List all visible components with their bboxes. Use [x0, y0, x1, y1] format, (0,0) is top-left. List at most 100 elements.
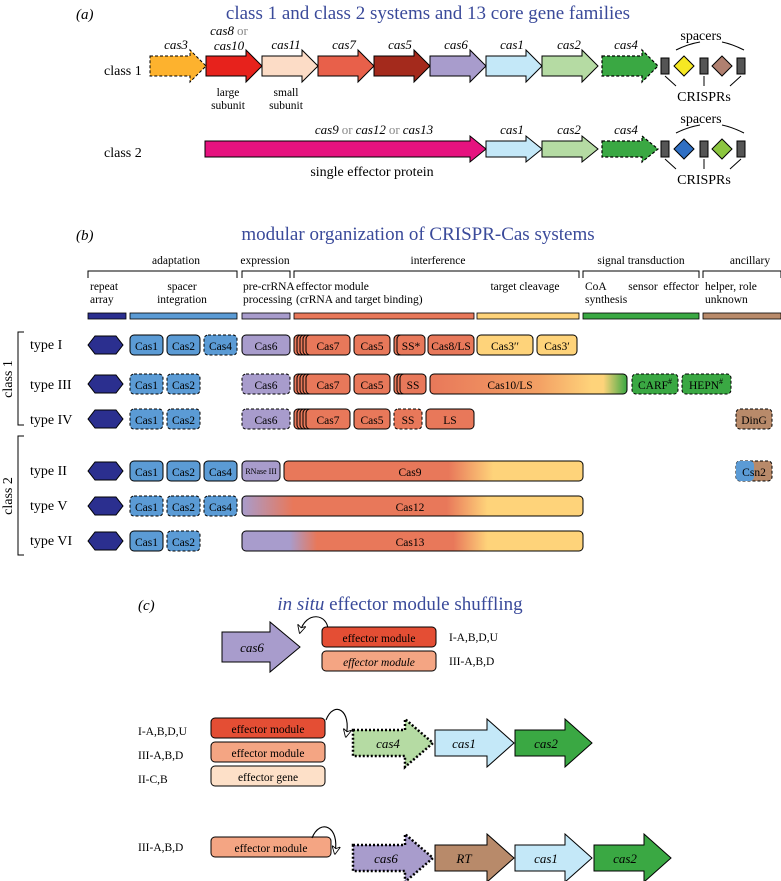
stage-signal: signal transduction: [597, 255, 684, 267]
type-iii-cas10ls-label: Cas10/LS: [487, 380, 532, 392]
c2-cas4-label: cas4: [376, 736, 400, 751]
stage-ancillary: ancillary: [730, 255, 770, 267]
crisprs-label-2: CRISPRs: [677, 173, 731, 188]
type-v-cas4: [203, 495, 238, 517]
type-iv-ls: [425, 408, 475, 430]
cas3-arrow: [149, 48, 207, 84]
large-subunit-label-1: large: [217, 87, 240, 99]
cas4-arrow-class2: [601, 134, 659, 164]
c3-cas6-label: cas6: [374, 851, 398, 866]
type-i-label: type I: [30, 338, 63, 353]
c3-cas1-label: cas1: [534, 851, 558, 866]
sub-spacer-2: integration: [157, 294, 207, 306]
class1-vertical-label: class 1: [1, 360, 16, 398]
type-i-cas7-label: Cas7: [317, 341, 340, 353]
panel-b-letter: (b): [76, 228, 94, 244]
type-iii-cas10ls: [429, 373, 628, 395]
sub-repeat-2: array: [90, 294, 114, 306]
type-iii-label: type III: [30, 378, 72, 393]
cas2-arrow-class2: [541, 134, 599, 164]
type-iv-cas1-label: Cas1: [135, 415, 158, 427]
cas6-arrow: [429, 48, 487, 84]
type-ii-csn2-label: Csn2: [742, 467, 766, 479]
type-iii-cas7-label: Cas7: [317, 380, 340, 392]
stage-adaptation: adaptation: [152, 255, 200, 267]
c3-cas2-arrow: [593, 832, 672, 881]
cas4-label: cas4: [614, 37, 638, 52]
cas4-label-class2: cas4: [614, 122, 638, 137]
type-ii-cas4-label: Cas4: [209, 467, 232, 479]
type-iv-ding: [735, 408, 773, 430]
panel-a-letter: (a): [76, 7, 94, 23]
type-ii-csn2-left: [736, 461, 754, 481]
type-v-cas12: [241, 495, 584, 517]
small-subunit-label-2: subunit: [269, 100, 304, 112]
c1-effector-module-i-label: effector module: [343, 633, 416, 645]
type-iii-cas7-stack: [293, 373, 351, 395]
c2-effector-module-i: [210, 717, 326, 739]
sub-coa-1: CoA: [585, 281, 607, 293]
cas2-arrow: [541, 48, 599, 84]
cas9-cas12-cas13-arrow: [204, 134, 487, 164]
type-i-cas5: [353, 334, 391, 356]
class1-label: class 1: [104, 64, 142, 79]
c2-cas4-arrow: [351, 716, 435, 770]
panel-b-title: modular organization of CRISPR-Cas syste…: [241, 224, 594, 245]
type-i-cas4: [203, 334, 238, 356]
sub-spacer-1: spacer: [167, 281, 197, 293]
type-i-cas8ls: [427, 334, 475, 356]
type-i-ss-stack: [393, 334, 426, 356]
c1-cas6-arrow: [221, 620, 301, 674]
stage-interference: interference: [411, 255, 466, 267]
type-iii-cas1: [129, 373, 164, 395]
cas4-arrow: [601, 48, 659, 84]
c2-label-i: I-A,B,D,U: [138, 726, 188, 738]
type-v-cas2: [166, 495, 201, 517]
type-iv-ss: [393, 408, 423, 430]
type-iii-ss-label: SS: [407, 380, 420, 392]
type-ii-cas2: [166, 460, 201, 482]
c2-cas2-arrow: [514, 717, 593, 769]
panel-c: (c) in situ effector module shuffling ca…: [138, 594, 672, 881]
sub-repeat-1: repeat: [90, 281, 119, 293]
sub-effector-1: effector module: [296, 281, 369, 293]
type-vi-cas13-label: Cas13: [396, 537, 425, 549]
type-i-cas6-label: Cas6: [255, 341, 278, 353]
c2-effector-module-iii-label: effector module: [232, 748, 305, 760]
type-vi-cas2-label: Cas2: [172, 537, 195, 549]
c2-cas1-arrow: [434, 717, 515, 769]
type-iii-hepn-label: HEPN#: [689, 377, 723, 392]
type-iv-cas6-label: Cas6: [255, 415, 278, 427]
type-vi-cas1-label: Cas1: [135, 537, 158, 549]
type-iv-cas2-label: Cas2: [172, 415, 195, 427]
class2-label: class 2: [104, 146, 142, 161]
type-iii-cas2: [166, 373, 201, 395]
type-ii-cas2-label: Cas2: [172, 467, 195, 479]
type-iii-cas1-label: Cas1: [135, 380, 158, 392]
type-i-cas3pp-label: Cas3′′: [491, 341, 519, 353]
cas7-arrow: [317, 48, 375, 84]
type-iii-hepn: [681, 373, 732, 395]
type-iv-cas6: [241, 408, 291, 430]
crisprs-label-1: CRISPRs: [677, 90, 731, 105]
type-i-cas2-label: Cas2: [172, 341, 195, 353]
c1-effector-module-i: [321, 626, 437, 648]
sub-coa-2: synthesis: [585, 294, 628, 306]
c2-cas1-label: cas1: [452, 736, 476, 751]
type-vi-cas13: [241, 530, 584, 552]
c2-label-ii: II-C,B: [138, 774, 168, 786]
cas5-label: cas5: [388, 37, 412, 52]
crispr-array-class2: [660, 124, 746, 170]
c3-effector-module-label: effector module: [235, 843, 308, 855]
type-i-cas4-label: Cas4: [209, 341, 232, 353]
sub-pre-2: processing: [243, 294, 292, 306]
type-iv-cas5: [353, 408, 391, 430]
single-effector-label: single effector protein: [310, 165, 433, 180]
c1-effector-module-iii: [321, 650, 437, 672]
type-vi-label: type VI: [30, 534, 72, 549]
panel-a-title: class 1 and class 2 systems and 13 core …: [226, 3, 630, 24]
c3-rt-arrow: [434, 832, 515, 881]
c2-insertion-arrow: [325, 708, 347, 736]
